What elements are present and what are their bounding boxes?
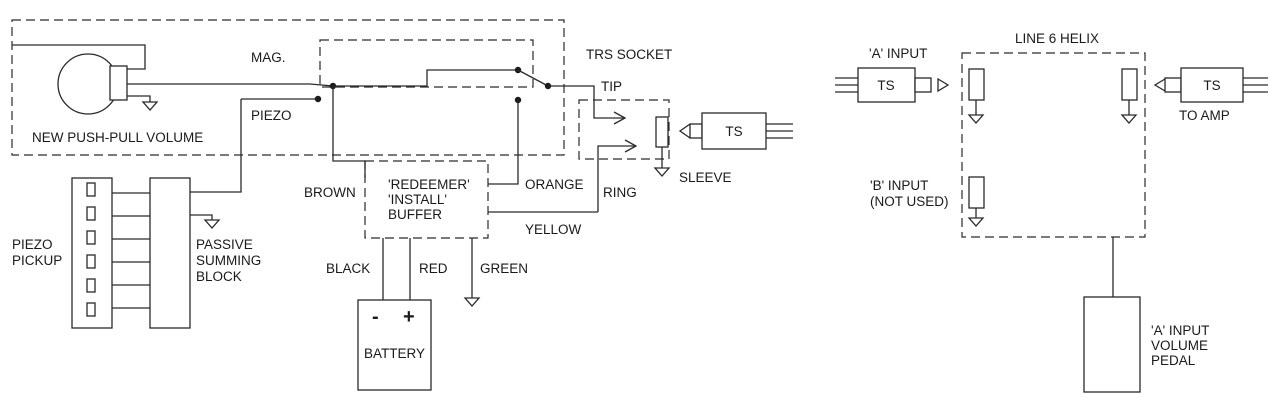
ring-label: RING <box>603 185 637 200</box>
ground-symbol <box>463 297 481 307</box>
sleeve-label: SLEEVE <box>679 170 732 185</box>
ground-symbol <box>203 219 221 229</box>
buffer-label-line2: 'INSTALL' <box>388 192 447 207</box>
passive-summing-block <box>149 177 221 329</box>
helix-amp-output-jack <box>1120 68 1138 124</box>
pedal-label-line1: 'A' INPUT <box>1151 323 1209 338</box>
ts-plug-a-input <box>835 67 950 103</box>
piezo-label: PIEZO <box>251 108 292 123</box>
ground-symbol <box>141 101 159 111</box>
battery-plus-label: + <box>403 306 415 328</box>
buffer-label-line1: 'REDEEMER' <box>388 177 470 192</box>
volume-pedal <box>1083 296 1141 393</box>
summing-label-line2: SUMMING <box>196 253 261 268</box>
piezo-pickup-label-line2: PICKUP <box>12 253 62 268</box>
ts-plug-amp <box>1153 67 1268 103</box>
piezo-pickup-label-line1: PIEZO <box>12 237 53 252</box>
ground-symbol <box>653 167 671 177</box>
pedal-label-line2: VOLUME <box>1151 338 1208 353</box>
summing-label-line1: PASSIVE <box>196 237 253 252</box>
trs-socket-boundary <box>578 99 670 160</box>
black-label: BLACK <box>326 261 370 276</box>
green-label: GREEN <box>480 261 528 276</box>
ts-plug-guitar-label: TS <box>725 124 742 139</box>
trs-socket <box>488 99 671 213</box>
battery <box>357 299 432 391</box>
guitar-cavity-boundary <box>11 19 565 156</box>
to-amp-label: TO AMP <box>1179 108 1230 123</box>
mag-label: MAG. <box>251 50 286 65</box>
pedal-label-line3: PEDAL <box>1151 353 1196 368</box>
summing-label-line3: BLOCK <box>196 269 242 284</box>
battery-minus-label: - <box>372 306 379 328</box>
ts-plug-amp-label: TS <box>1203 78 1220 93</box>
yellow-label: YELLOW <box>525 222 582 237</box>
ts-plug-a-input-label: TS <box>877 78 894 93</box>
b-input-label-line1: 'B' INPUT <box>870 178 928 193</box>
buffer-switch <box>488 66 627 185</box>
orange-label: ORANGE <box>525 177 584 192</box>
buffer-label-line3: BUFFER <box>388 207 442 222</box>
helix-a-input-jack <box>967 68 985 124</box>
helix-b-input-jack <box>967 176 985 227</box>
piezo-pickup <box>71 177 150 329</box>
volume-label: NEW PUSH-PULL VOLUME <box>32 130 203 145</box>
b-input-label-line2: (NOT USED) <box>870 194 949 209</box>
trs-socket-label: TRS SOCKET <box>586 47 672 62</box>
ground-symbol <box>967 217 985 227</box>
pickup-selector-switch <box>190 69 518 193</box>
ground-symbol <box>967 114 985 124</box>
tip-label: TIP <box>601 79 622 94</box>
ground-symbol <box>1120 114 1138 124</box>
a-input-label: 'A' INPUT <box>869 46 927 61</box>
helix-label: LINE 6 HELIX <box>1015 31 1099 46</box>
red-label: RED <box>419 261 448 276</box>
brown-label: BROWN <box>304 185 356 200</box>
helix-unit-boundary <box>961 52 1146 238</box>
volume-pot <box>12 44 310 115</box>
buffer-module <box>364 160 489 307</box>
battery-label: BATTERY <box>364 346 425 361</box>
ts-plug-guitar <box>678 112 793 150</box>
push-pull-switch-boundary <box>319 39 534 88</box>
